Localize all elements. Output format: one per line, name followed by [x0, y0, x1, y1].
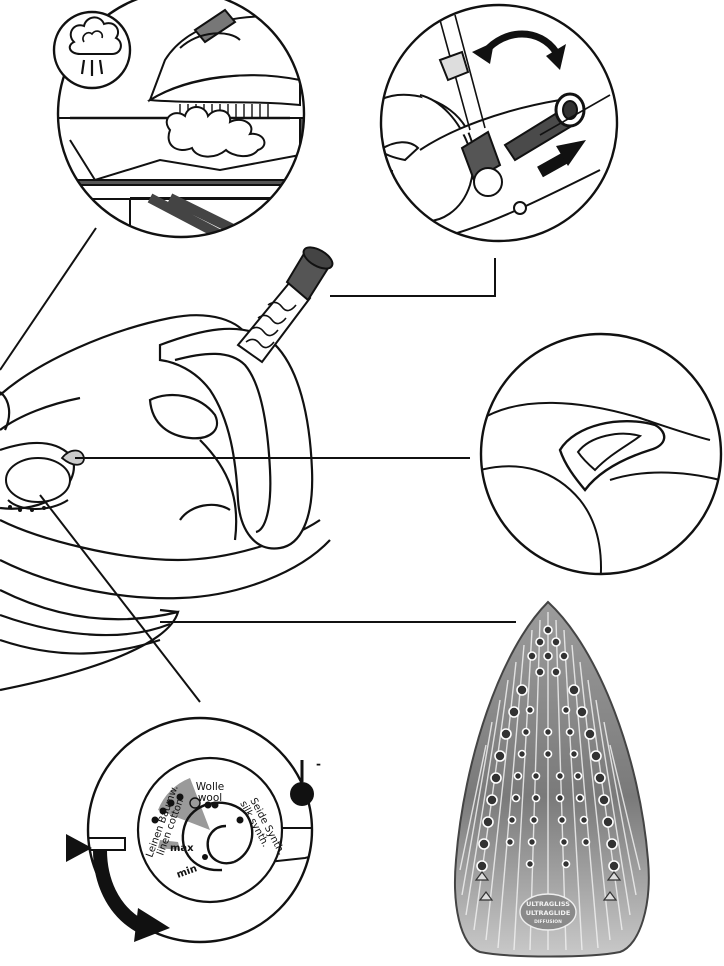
soleplate-brand-line2: ULTRAGLIDE: [526, 909, 571, 917]
steam-cloud-icon: [52, 10, 132, 90]
dial-label-max: max: [170, 843, 194, 854]
dial-label-wool-de: Wolle: [196, 781, 225, 793]
callout-lines: [0, 227, 516, 703]
dial-callout: Wolle wool Leinen Baumw. linen cotton Se…: [66, 716, 321, 944]
water-drop-icon: -: [290, 757, 321, 806]
drop-symbol-minus: -: [316, 757, 321, 771]
dial-label-wool-en: wool: [198, 792, 222, 804]
triangle-marker-icon: [66, 834, 92, 862]
water-tube: [236, 246, 334, 364]
soleplate-brand-line3: DIFFUSION: [534, 919, 562, 925]
iron-body: [0, 314, 331, 692]
soleplate: ULTRAGLISS ULTRAGLIDE DIFFUSION: [454, 600, 650, 958]
soleplate-steam-holes: [476, 625, 620, 872]
soleplate-badge: [519, 893, 577, 931]
steam-callout: [52, 0, 306, 239]
calc-collector-callout: [379, 3, 619, 243]
curved-arrow-icon: [472, 30, 566, 70]
soleplate-rim-dimples: [474, 871, 622, 901]
straight-arrow-icon: [537, 140, 586, 178]
rotation-arrow-icon: [93, 849, 170, 942]
temperature-dial-body: [5, 457, 71, 512]
soleplate-brand-line1: ULTRAGLISS: [526, 900, 570, 908]
steam-button-callout: [479, 332, 723, 576]
